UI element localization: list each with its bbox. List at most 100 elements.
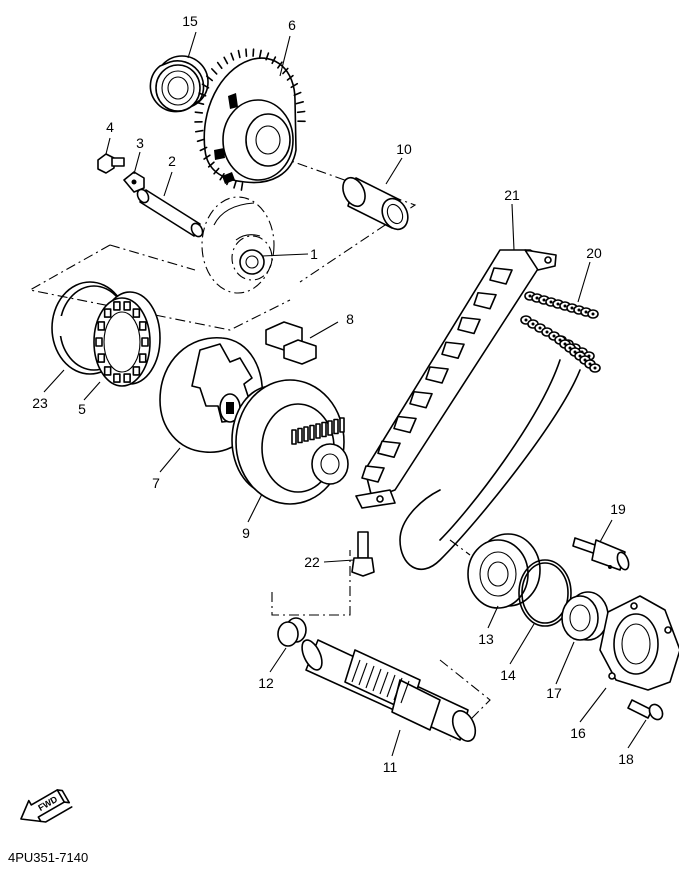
gear-tooth	[199, 146, 208, 152]
chain-pin	[563, 304, 567, 308]
starter-tooth	[327, 420, 333, 436]
chain-pin	[531, 322, 535, 326]
shaft-spline	[365, 665, 375, 689]
clutch-roller	[113, 373, 121, 383]
fwd-arrow-icon: FWD	[20, 789, 73, 823]
chain-pin	[528, 294, 532, 298]
callout-16: 16	[570, 725, 586, 741]
gear-tooth	[240, 182, 244, 191]
callout-9: 9	[242, 525, 250, 541]
gear-tooth	[277, 61, 283, 69]
starter-tooth	[291, 429, 297, 445]
guide-tooth	[377, 440, 401, 459]
gear-tooth	[219, 172, 225, 181]
chain-pin	[538, 326, 542, 330]
part-1-gear	[201, 196, 275, 294]
guide-tooth	[473, 291, 497, 310]
gear-tooth	[216, 61, 223, 70]
gear-tooth	[194, 111, 204, 114]
shaft-spline	[386, 674, 396, 698]
part-21-chain-guide	[355, 249, 557, 509]
part-8-blocks	[265, 321, 317, 365]
shaft-spline	[372, 668, 382, 692]
gear-tooth	[258, 49, 262, 59]
gear-tooth	[293, 91, 302, 97]
chain-pin	[570, 306, 574, 310]
callout-21: 21	[504, 187, 520, 203]
gear-tooth	[233, 180, 237, 189]
callout-15: 15	[182, 13, 198, 29]
guide-tooth	[393, 415, 417, 434]
guide-tooth	[425, 366, 449, 384]
gear-tooth	[265, 52, 270, 61]
starter-tooth	[333, 418, 339, 435]
gear-tooth	[211, 68, 218, 75]
callout-19: 19	[610, 501, 626, 517]
callout-labels: 15 6 4 3 2 10 1 21 20 8 23 5 7 9 22 19 1…	[32, 13, 634, 775]
gear-tooth	[296, 110, 306, 114]
clutch-roller	[123, 373, 131, 383]
chain-pin	[552, 334, 556, 338]
clutch-roller	[138, 353, 147, 363]
part-10-bushing	[342, 176, 409, 231]
part-12-collar	[277, 617, 307, 647]
chain-pin	[593, 366, 597, 370]
callout-22: 22	[304, 554, 320, 570]
shaft-spline	[400, 680, 410, 704]
chain-pin	[577, 308, 581, 312]
clutch-roller	[95, 337, 103, 347]
part-15-bearing	[149, 55, 209, 113]
callout-11: 11	[383, 759, 398, 775]
starter-tooth	[309, 424, 315, 441]
part-3-washer	[123, 171, 145, 193]
callout-10: 10	[396, 141, 412, 157]
gear-tooth	[286, 74, 294, 81]
callout-6: 6	[288, 17, 296, 33]
part-13-bearing	[467, 533, 541, 609]
chain-pin	[549, 300, 553, 304]
chain-pin	[535, 296, 539, 300]
gear-tooth	[245, 48, 248, 57]
gear-tooth	[195, 101, 205, 105]
part-2-pin	[136, 188, 204, 238]
gear-tooth	[196, 138, 206, 143]
starter-tooth	[315, 423, 321, 439]
part-11-shaft	[301, 639, 477, 742]
guide-tooth	[409, 390, 433, 409]
callout-18: 18	[618, 751, 634, 767]
part-17-oil-seal	[561, 591, 609, 641]
callout-20: 20	[586, 245, 602, 261]
callout-8: 8	[346, 311, 354, 327]
shaft-spline	[351, 659, 361, 683]
chain-pin	[584, 310, 588, 314]
chain-pin	[524, 318, 528, 322]
part-16-retainer	[599, 595, 679, 691]
chain-pin	[542, 298, 546, 302]
callout-17: 17	[546, 685, 562, 701]
callout-1: 1	[310, 246, 318, 262]
clutch-roller	[138, 321, 147, 331]
clutch-roller	[132, 308, 141, 318]
part-14-oring	[518, 559, 572, 627]
part-20-chain	[399, 291, 601, 571]
gear-tooth	[203, 154, 211, 160]
starter-tooth	[303, 426, 309, 442]
chain-pin	[591, 312, 595, 316]
clutch-roller	[141, 337, 149, 347]
part-22-bolt	[351, 531, 375, 577]
gear-tooth	[223, 56, 229, 65]
callout-5: 5	[78, 401, 86, 417]
gear-tooth	[213, 167, 220, 175]
gear-tooth	[271, 56, 277, 65]
clutch-roller	[103, 366, 112, 376]
gear-tooth	[201, 83, 210, 89]
callout-23: 23	[32, 395, 48, 411]
callout-2: 2	[168, 153, 176, 169]
guide-tooth	[457, 316, 481, 335]
clutch-roller	[123, 301, 131, 311]
gear-tooth	[237, 49, 241, 59]
diagram-code: 4PU351-7140	[8, 850, 88, 865]
starter-tooth	[297, 427, 303, 444]
shaft-spline	[358, 662, 368, 686]
